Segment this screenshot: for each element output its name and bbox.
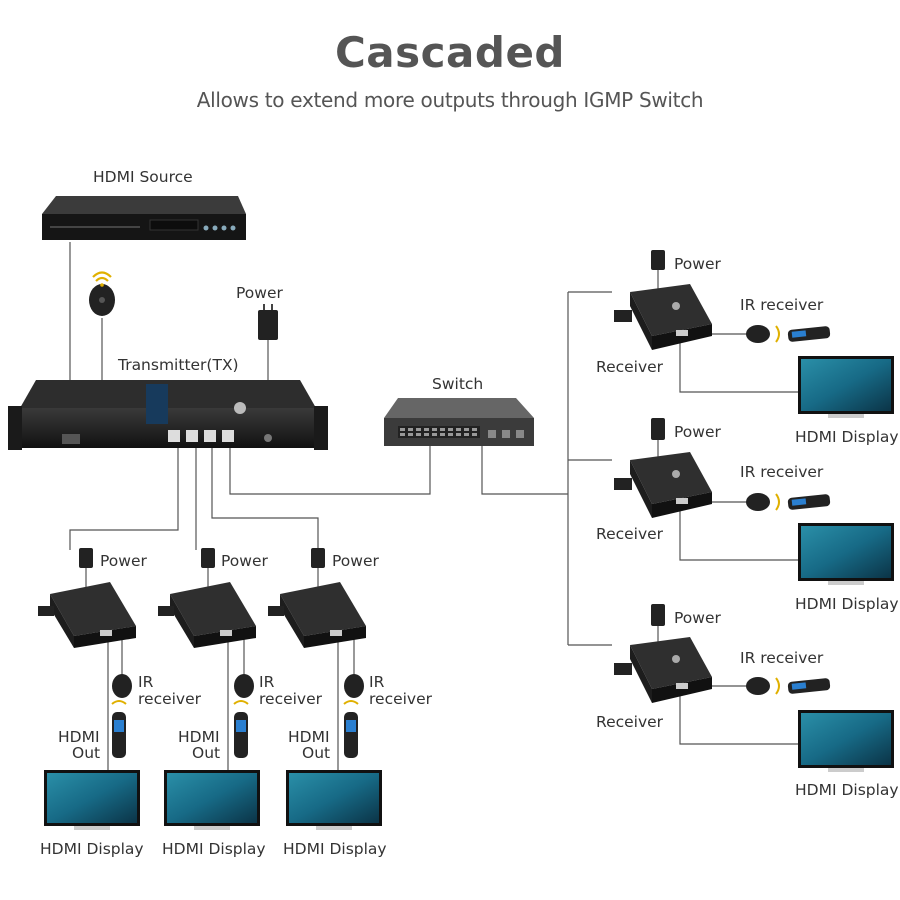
label-power-right-2: Power: [674, 423, 721, 441]
tx-power-adapter: [258, 304, 278, 340]
page-subtitle: Allows to extend more outputs through IG…: [196, 88, 704, 112]
label-ir-bottom-3: IR: [369, 673, 385, 691]
switch-device: [384, 398, 534, 446]
ir-receiver-icon-right-3: [746, 677, 831, 695]
receiver-device-bottom-3: [268, 548, 366, 758]
label-hdmi-out-2a: HDMI: [178, 728, 220, 746]
ir-receiver-icon-right-2: [746, 493, 831, 511]
transmitter-device: [8, 380, 328, 450]
label-power-right-3: Power: [674, 609, 721, 627]
label-ir-receiver-right-3: IR receiver: [740, 649, 824, 667]
label-ir-bottom-1: IR: [138, 673, 154, 691]
label-hdmi-out-1a: HDMI: [58, 728, 100, 746]
label-power-right-1: Power: [674, 255, 721, 273]
receiver-device-bottom-2: [158, 548, 256, 758]
label-hdmi-source: HDMI Source: [93, 168, 193, 186]
label-receiver-word-bottom-1: receiver: [138, 690, 202, 708]
label-hdmi-display-bottom-2: HDMI Display: [162, 840, 266, 858]
label-ir-bottom-2: IR: [259, 673, 275, 691]
hdmi-display-right-3: [798, 710, 894, 772]
label-hdmi-display-right-2: HDMI Display: [795, 595, 899, 613]
hdmi-display-right-1: [798, 356, 894, 418]
label-hdmi-display-right-1: HDMI Display: [795, 428, 899, 446]
label-power-bottom-1: Power: [100, 552, 147, 570]
label-hdmi-display-bottom-3: HDMI Display: [283, 840, 387, 858]
label-hdmi-out-3b: Out: [302, 744, 331, 762]
receiver-device-bottom-1: [38, 548, 136, 758]
label-hdmi-out-2b: Out: [192, 744, 221, 762]
label-ir-receiver-right-1: IR receiver: [740, 296, 824, 314]
hdmi-display-right-2: [798, 523, 894, 585]
label-receiver-word-bottom-2: receiver: [259, 690, 323, 708]
hdmi-display-bottom-2: [164, 770, 260, 830]
hdmi-display-bottom-1: [44, 770, 140, 830]
label-receiver-word-bottom-3: receiver: [369, 690, 433, 708]
receiver-device-right-3: [614, 604, 712, 703]
label-ir-receiver-right-2: IR receiver: [740, 463, 824, 481]
hdmi-source-device: [42, 196, 246, 240]
label-hdmi-display-bottom-1: HDMI Display: [40, 840, 144, 858]
hdmi-display-bottom-3: [286, 770, 382, 830]
receiver-device-right-1: [614, 250, 712, 350]
label-hdmi-out-1b: Out: [72, 744, 101, 762]
label-hdmi-out-3a: HDMI: [288, 728, 330, 746]
label-receiver-right-2: Receiver: [596, 525, 664, 543]
label-receiver-right-3: Receiver: [596, 713, 664, 731]
label-power-tx: Power: [236, 284, 283, 302]
ir-emitter-icon: [89, 271, 115, 316]
receiver-device-right-2: [614, 418, 712, 518]
label-switch: Switch: [432, 375, 484, 393]
page-title: Cascaded: [334, 28, 566, 77]
label-hdmi-display-right-3: HDMI Display: [795, 781, 899, 799]
label-receiver-right-1: Receiver: [596, 358, 664, 376]
label-transmitter: Transmitter(TX): [118, 356, 239, 374]
label-power-bottom-3: Power: [332, 552, 379, 570]
label-power-bottom-2: Power: [221, 552, 268, 570]
ir-receiver-icon-right-1: [746, 325, 831, 343]
